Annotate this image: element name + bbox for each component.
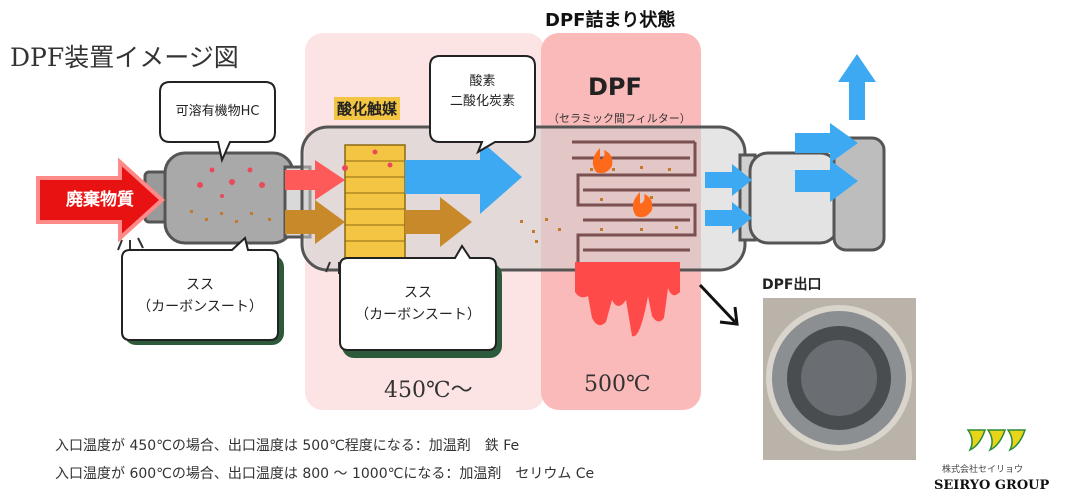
outlet-pointer-arrow [698,283,739,326]
bubble-soot-right [339,244,497,351]
bubble-soot-right-text: スス （カーボンスート） [340,282,496,326]
temp-catalyst: 450℃〜 [384,378,473,403]
bubble-o2 [429,55,536,155]
soot-left-line2: （カーボンスート） [137,299,263,315]
diagram-title: DPF装置イメージ図 [10,43,239,72]
temp-dpf: 500℃ [584,372,651,397]
blue-out-arrow-1 [705,164,752,196]
blue-out-arrow-2 [705,202,752,234]
catalyst-label: 酸化触媒 [334,97,401,120]
catalyst-grid [345,160,405,242]
flame-icon [592,148,653,218]
dpf-state-heading: DPF詰まり状態 [545,10,676,31]
brown-arrow-2 [405,197,472,247]
hc-particles [197,149,393,198]
note-line-2: 入口温度が 600℃の場合、出口温度は 800 〜 1000℃になる：加温剤 セ… [55,466,595,482]
blue-out-arrow-3 [795,123,858,163]
bubble-hc [159,81,276,164]
blue-out-arrow-4 [795,160,858,202]
soot-particles [190,166,678,243]
bubble-o2-line1: 酸素 [469,74,496,89]
company-name-en: SEIRYO GROUP [934,478,1050,493]
soot-left-line1: スス [186,277,214,293]
seiryo-logo [966,429,1027,452]
bubble-o2-line2: 二酸化炭素 [449,94,515,109]
dpf-subtitle: （セラミック間フィルター） [548,112,691,125]
bubble-soot-left-text: スス （カーボンスート） [122,274,278,318]
company-name-jp: 株式会社セイリョウ [942,465,1024,475]
waste-arrow [36,157,165,243]
brown-arrow-1 [285,200,345,244]
bubble-o2-text: 酸素 二酸化炭素 [430,72,535,112]
catalyst-block [344,144,406,259]
bubble-hc-text: 可溶有機物HC [175,104,260,119]
note-line-1: 入口温度が 450℃の場合、出口温度は 500℃程度になる：加温剤 鉄 Fe [55,438,520,454]
soot-right-line1: スス [404,285,432,301]
exhaust-body [143,125,886,272]
outlet-label: DPF出口 [762,277,822,293]
bubble-soot-left [121,236,279,341]
red-inflow-arrow [285,160,345,200]
soot-right-line2: （カーボンスート） [355,307,481,323]
molten-drips [575,262,680,337]
blue-up-arrow [838,54,876,120]
dpf-label: DPF [588,73,642,101]
blue-arrow-main [405,140,522,214]
speech-bubbles [121,55,536,358]
waste-label: 廃棄物質 [66,190,134,210]
